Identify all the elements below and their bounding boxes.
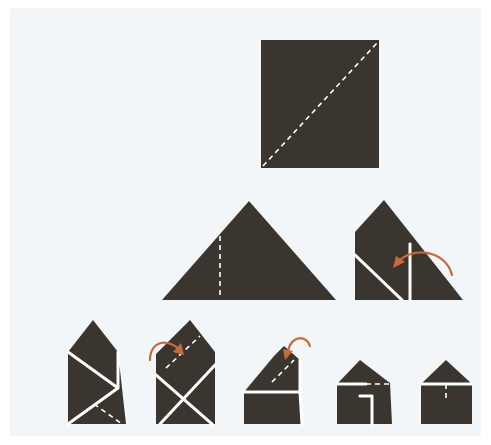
step-1-square: [261, 40, 379, 168]
